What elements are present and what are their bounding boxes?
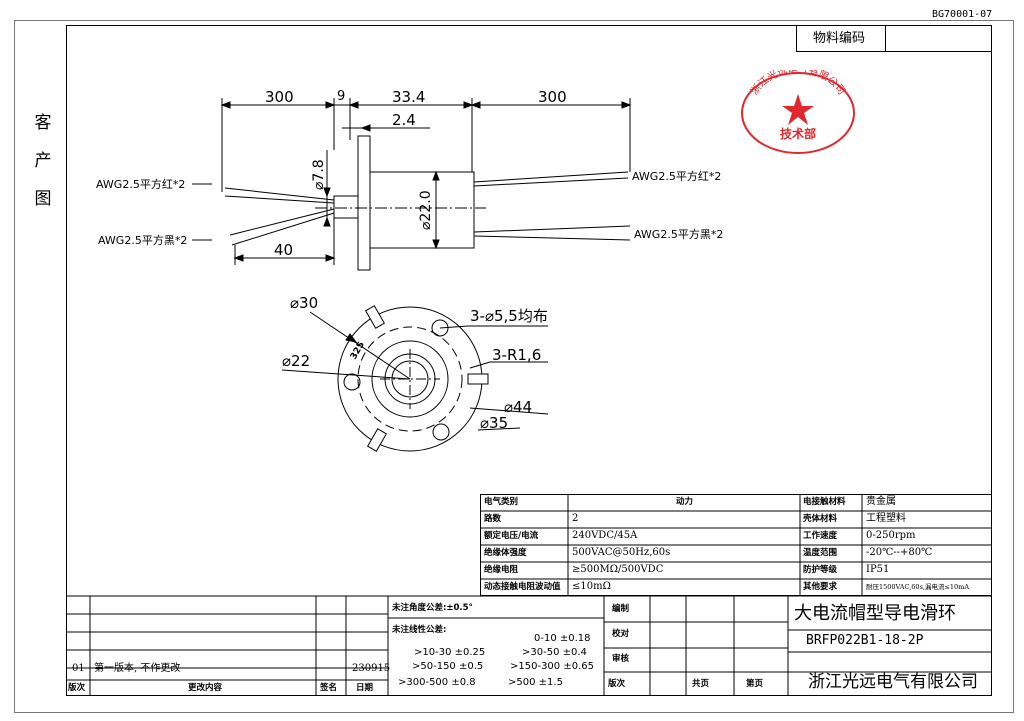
sheet-border — [66, 25, 992, 696]
dim-lead-right: 300 — [538, 88, 567, 106]
side-label-2: 产 — [34, 151, 52, 171]
tolerance-item-4: >50-150 ±0.5 — [412, 661, 484, 672]
dim-lead-left: 300 — [265, 88, 294, 106]
dim-flange-thk: 2.4 — [392, 111, 416, 129]
outer-frame — [14, 20, 1014, 713]
material-code-label: 物料编码 — [813, 31, 866, 46]
spec-label-5b: 防护等级 — [803, 565, 838, 575]
spec-value-3: 240VDC/45A — [572, 530, 638, 541]
spec-label-5: 绝缘电阻 — [484, 565, 519, 575]
revision-index: 01 — [72, 663, 85, 674]
spec-value-1: 动力 — [676, 497, 694, 507]
dim-outer-dia: ⌀30 — [290, 294, 318, 312]
drawing-number: BG70001-07 — [932, 9, 993, 20]
spec-label-4b: 温度范围 — [803, 548, 838, 558]
spec-value-4b: -20℃--+80℃ — [866, 547, 933, 558]
side-label-3: 图 — [34, 189, 52, 209]
tolerance-item-5: >150-300 ±0.65 — [510, 661, 594, 672]
dim-flange-gap: 9 — [337, 89, 345, 104]
spec-value-2b: 工程塑料 — [866, 513, 906, 524]
revision-content: 第一版本, 不作更改 — [94, 663, 181, 674]
spec-value-5b: IP51 — [866, 564, 890, 575]
revision-col-sign: 签名 — [320, 683, 338, 693]
wire-left-red: AWG2.5平方红*2 — [96, 177, 185, 191]
approval-total-pages: 共页 — [692, 679, 710, 689]
tolerance-angle: 未注角度公差:±0.5° — [392, 603, 473, 613]
spec-value-5: ≥500MΩ/500VDC — [572, 564, 664, 575]
part-number: BRFP022B1-18-2P — [806, 633, 924, 648]
approval-check: 校对 — [612, 629, 630, 639]
spec-label-1b: 电接触材料 — [803, 497, 846, 507]
spec-value-4: 500VAC@50Hz,60s — [572, 547, 671, 558]
tolerance-item-3: >30-50 ±0.4 — [522, 647, 587, 658]
approval-draw: 编制 — [612, 604, 630, 614]
revision-col-date: 日期 — [356, 683, 374, 693]
spec-label-1: 电气类别 — [484, 497, 519, 507]
dim-holes: 3-⌀5,5均布 — [470, 307, 548, 325]
tolerance-item-6: >300-500 ±0.8 — [398, 677, 476, 688]
revision-col-version: 版次 — [68, 683, 86, 693]
wire-right-red: AWG2.5平方红*2 — [632, 169, 721, 183]
spec-label-6: 动态接触电阻波动值 — [484, 582, 561, 592]
spec-label-3: 额定电压/电流 — [484, 531, 539, 541]
spec-value-3b: 0-250rpm — [866, 530, 916, 541]
spec-table: 电气类别 动力 电接触材料 贵金属 路数 2 壳体材料 工程塑料 额定电压/电流… — [480, 494, 992, 596]
wire-right-black: AWG2.5平方黑*2 — [634, 227, 723, 241]
dim-shaft-dia: ⌀7.8 — [311, 159, 327, 190]
revision-col-content: 更改内容 — [188, 683, 223, 693]
company-stamp: 浙江光远电气有限公司 技术部 — [741, 70, 855, 154]
spec-value-6b: 耐压1500VAC,60s,漏电流≤10mA — [866, 583, 970, 591]
side-label-1: 客 — [34, 113, 52, 133]
dim-strip-len: 40 — [274, 241, 293, 259]
dim-flange-dia: ⌀44 — [504, 398, 532, 416]
tolerance-item-1: 0-10 ±0.18 — [534, 633, 591, 644]
approval-version: 版次 — [608, 679, 626, 689]
approval-review: 审核 — [612, 654, 630, 664]
dim-pcd: ⌀35 — [480, 414, 508, 432]
star-icon — [782, 94, 814, 125]
tolerance-item-2: >10-30 ±0.25 — [414, 647, 486, 658]
spec-label-3b: 工作速度 — [803, 531, 838, 541]
revision-date: 230915 — [352, 663, 391, 674]
dim-inner-dia: ⌀22 — [282, 352, 310, 370]
company-name: 浙江光远电气有限公司 — [808, 672, 978, 692]
dim-slots: 3-R1,6 — [492, 346, 541, 364]
spec-label-2: 路数 — [484, 514, 502, 524]
stamp-dept: 技术部 — [780, 126, 816, 141]
wire-left-black: AWG2.5平方黑*2 — [98, 233, 187, 247]
tolerance-linear-label: 未注线性公差: — [392, 625, 447, 635]
spec-label-2b: 壳体材料 — [803, 514, 838, 524]
dim-body-dia: ⌀22.0 — [418, 190, 434, 230]
spec-label-6b: 其他要求 — [803, 582, 838, 592]
spec-value-1b: 贵金属 — [866, 496, 896, 507]
approval-page: 第页 — [746, 679, 764, 689]
spec-label-4: 绝缘体强度 — [484, 548, 527, 558]
tolerance-item-7: >500 ±1.5 — [508, 677, 563, 688]
drawing-title: 大电流帽型导电滑环 — [794, 603, 956, 624]
spec-value-6: ≤10mΩ — [572, 581, 611, 592]
material-code-box: 物料编码 — [796, 25, 992, 52]
spec-value-2: 2 — [572, 513, 579, 524]
dim-body-length: 33.4 — [392, 88, 425, 106]
